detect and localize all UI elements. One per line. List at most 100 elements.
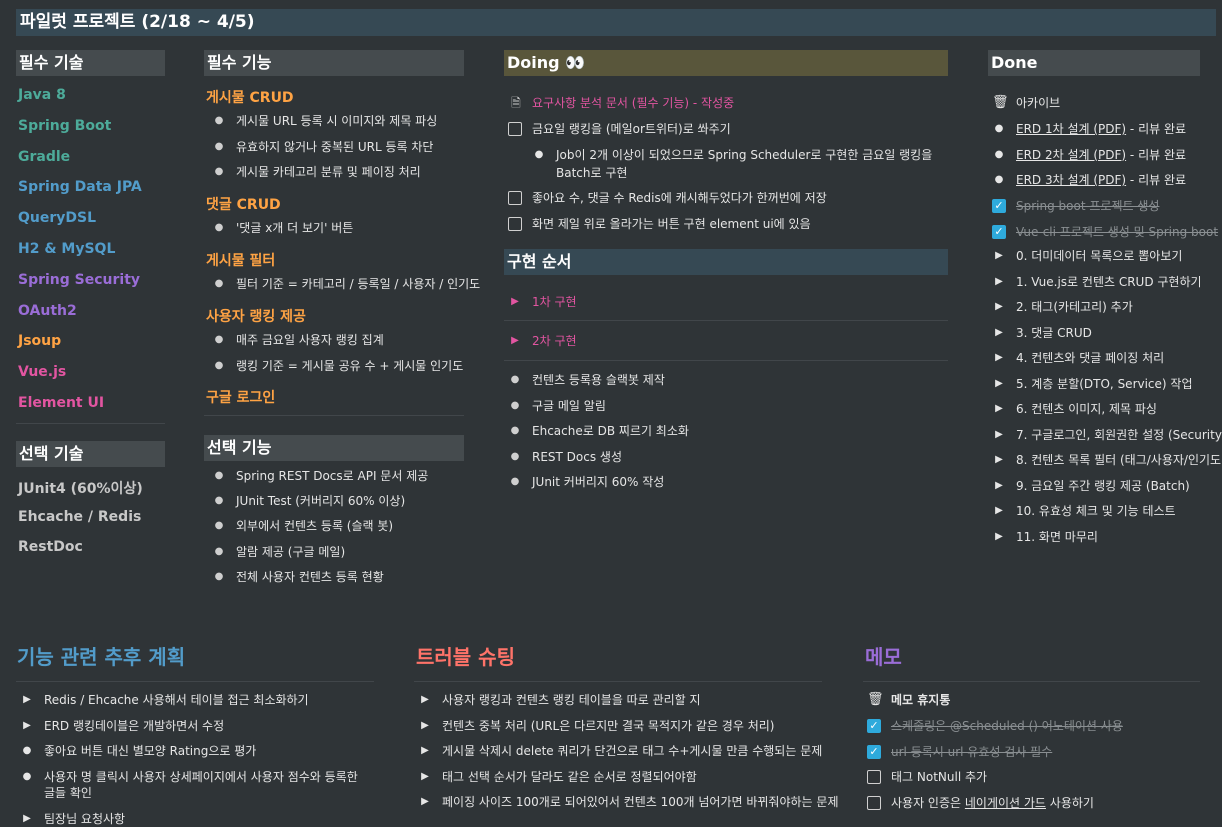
toggle-triangle-icon[interactable]: ▶ [995,250,1003,261]
done-header: Done [988,50,1200,76]
archive-link[interactable]: 🗑 아카이브 [992,95,1060,111]
feature-item: ●알람 제공 (구글 메일) [212,544,346,560]
archive-label: 아카이브 [1016,96,1061,110]
erd-item[interactable]: ●ERD 2차 설계 (PDF) - 리뷰 완료 [992,147,1186,163]
done-checked-item[interactable]: ✓ Spring boot 프로젝트 생성 [992,198,1159,214]
toggle-triangle-icon[interactable]: ▶ [995,352,1003,363]
toggle-item[interactable]: ▶ 1차 구현 [508,294,577,310]
feature-item-label: 알람 제공 (구글 메일) [236,544,346,559]
erd-pdf-link[interactable]: ERD 2차 설계 (PDF) [1016,147,1127,162]
done-toggle[interactable]: ▶ 11. 화면 마무리 [992,529,1098,545]
toggle-triangle-icon[interactable]: ▶ [421,770,429,782]
toggle-triangle-icon[interactable]: ▶ [511,296,519,307]
feature-item: ●Spring REST Docs로 API 문서 제공 [212,468,429,484]
done-toggle[interactable]: ▶9. 금요일 주간 랭킹 제공 (Batch) [992,478,1190,494]
trouble-item[interactable]: ▶ 사용자 랭킹과 컨텐츠 랭킹 테이블을 따로 관리할 지 [418,692,701,708]
trouble-item[interactable]: ▶컨텐츠 중복 처리 (URL은 다르지만 결국 목적지가 같은 경우 처리) [418,718,774,734]
memo-item-label: 스케줄링은 @Scheduled () 어노테이션 사용 [891,719,1123,733]
memo-checked-item[interactable]: ✓ 스케줄링은 @Scheduled () 어노테이션 사용 [867,718,1123,734]
toggle-triangle-icon[interactable]: ▶ [995,428,1003,440]
done-checked-item-label: Spring boot 프로젝트 생성 [1016,199,1160,213]
memo-item-label: url 등록시 url 유효성 검사 필수 [891,745,1053,759]
toggle-triangle-icon[interactable]: ▶ [23,813,31,824]
done-toggle[interactable]: ▶3. 댓글 CRUD [992,325,1092,341]
toggle-label: 2차 구현 [532,334,577,348]
tech-item: Jsoup [18,333,62,350]
checkbox-checked-icon[interactable]: ✓ [992,199,1006,213]
erd-item[interactable]: ●ERD 1차 설계 (PDF) - 리뷰 완료 [992,121,1186,137]
memo-trash-label: 메모 휴지통 [891,693,951,707]
erd-item[interactable]: ●ERD 3차 설계 (PDF) - 리뷰 완료 [992,172,1186,188]
done-toggle[interactable]: ▶2. 태그(카테고리) 추가 [992,299,1133,315]
todo-item[interactable]: 화면 제일 위로 올라가는 버튼 구현 element ui에 있음 [508,216,811,232]
toggle-triangle-icon[interactable]: ▶ [995,530,1003,542]
done-toggle[interactable]: ▶4. 컨텐츠와 댓글 페이징 처리 [992,350,1164,366]
checkbox-icon[interactable] [508,122,522,136]
checkbox-icon[interactable] [867,770,881,784]
done-toggle[interactable]: ▶7. 구글로그인, 회원권한 설정 (Security [992,427,1222,443]
erd-pdf-link[interactable]: ERD 1차 설계 (PDF) [1016,122,1127,136]
memo-todo-item[interactable]: 태그 NotNull 추가 [867,769,987,785]
memo-todo-item[interactable]: 사용자 인증은 네이게이션 가드 사용하기 [867,795,1094,811]
bullet-icon: ● [214,520,224,532]
toggle-triangle-icon[interactable]: ▶ [421,796,429,807]
erd-pdf-link[interactable]: ERD 3차 설계 (PDF) [1016,173,1127,187]
toggle-triangle-icon[interactable]: ▶ [421,694,429,705]
trouble-item-label: 사용자 랭킹과 컨텐츠 랭킹 테이블을 따로 관리할 지 [442,693,701,707]
trouble-item[interactable]: ▶태그 선택 순서가 달라도 같은 순서로 정렬되어야함 [418,769,697,785]
bullet-icon: ● [214,222,224,233]
future-item[interactable]: ▶Redis / Ehcache 사용해서 테이블 접근 최소화하기 [20,692,308,708]
todo-label: 금요일 랭킹을 (메일or트위터)로 쏴주기 [532,122,731,136]
done-toggle[interactable]: ▶10. 유효성 체크 및 기능 테스트 [992,503,1175,519]
toggle-triangle-icon[interactable]: ▶ [23,720,31,731]
trouble-item[interactable]: ▶페이징 사이즈 100개로 되어있어서 컨텐츠 100개 넘어가면 바뀌줘야하… [418,794,838,810]
toggle-item[interactable]: ▶ 2차 구현 [508,333,577,349]
toggle-triangle-icon[interactable]: ▶ [995,275,1003,287]
toggle-label: 1차 구현 [532,295,577,309]
todo-item[interactable]: 좋아요 수, 댓글 수 Redis에 캐시해두었다가 한꺼번에 저장 [508,190,827,206]
done-toggle-label: 11. 화면 마무리 [1016,529,1098,544]
checkbox-icon[interactable] [867,796,881,810]
checkbox-checked-icon[interactable]: ✓ [867,745,881,759]
checkbox-checked-icon[interactable]: ✓ [992,224,1006,239]
done-toggle[interactable]: ▶8. 컨텐츠 목록 필터 (태그/사용자/인기도 [992,452,1221,468]
feature-item: ●JUnit Test (커버리지 60% 이상) [212,493,406,509]
done-toggle[interactable]: ▶6. 컨텐츠 이미지, 제목 파싱 [992,401,1157,417]
done-toggle[interactable]: ▶5. 계층 분할(DTO, Service) 작업 [992,376,1192,392]
bullet-icon: ● [214,278,224,289]
done-toggle[interactable]: ▶0. 더미데이터 목록으로 뽑아보기 [992,248,1182,264]
bullet-icon: ● [994,174,1004,185]
checkbox-checked-icon[interactable]: ✓ [867,719,881,733]
done-toggle[interactable]: ▶1. Vue.js로 컨텐츠 CRUD 구현하기 [992,274,1201,290]
impl-item-label: 컨텐츠 등록용 슬랙봇 제작 [532,373,665,387]
checkbox-icon[interactable] [508,217,522,231]
requirements-doc-link[interactable]: 🗎 요구사항 분석 문서 (필수 기능) - 작성중 [508,95,734,111]
future-item[interactable]: ▶팀장님 요청사항 [20,811,125,827]
feature-item: ●게시물 카테고리 분류 및 페이징 처리 [212,164,421,180]
toggle-triangle-icon[interactable]: ▶ [23,694,31,705]
toggle-triangle-icon[interactable]: ▶ [421,719,429,731]
toggle-triangle-icon[interactable]: ▶ [511,335,519,346]
done-checked-item-label: Vue-cli 프로젝트 생성 및 Spring boot [1016,224,1219,239]
done-checked-item[interactable]: ✓ Vue-cli 프로젝트 생성 및 Spring boot [992,224,1218,240]
toggle-triangle-icon[interactable]: ▶ [995,326,1003,338]
bullet-icon: ● [510,399,520,411]
checkbox-icon[interactable] [508,191,522,205]
memo-checked-item[interactable]: ✓ url 등록시 url 유효성 검사 필수 [867,744,1052,760]
memo-trash-link[interactable]: 🗑 메모 휴지통 [867,692,950,708]
todo-item[interactable]: 금요일 랭킹을 (메일or트위터)로 쏴주기 [508,121,731,137]
toggle-triangle-icon[interactable]: ▶ [995,301,1003,312]
toggle-triangle-icon[interactable]: ▶ [995,377,1003,389]
future-item: ●사용자 명 클릭시 사용자 상세페이지에서 사용자 점수와 등록한 글들 확인 [20,769,370,801]
divider [16,681,374,682]
toggle-triangle-icon[interactable]: ▶ [995,505,1003,516]
feature-group-title: 사용자 랭킹 제공 [206,309,306,325]
nav-guard-link[interactable]: 네이게이션 가드 [964,796,1046,810]
toggle-triangle-icon[interactable]: ▶ [995,403,1003,414]
toggle-triangle-icon[interactable]: ▶ [421,745,429,756]
trouble-item[interactable]: ▶게시물 삭제시 delete 쿼리가 단건으로 태그 수+게시물 만큼 수행되… [418,743,822,759]
toggle-triangle-icon[interactable]: ▶ [995,479,1003,491]
toggle-triangle-icon[interactable]: ▶ [995,454,1003,465]
future-item[interactable]: ▶ERD 랭킹테이블은 개발하면서 수정 [20,718,224,734]
tech-item: Gradle [18,148,71,165]
